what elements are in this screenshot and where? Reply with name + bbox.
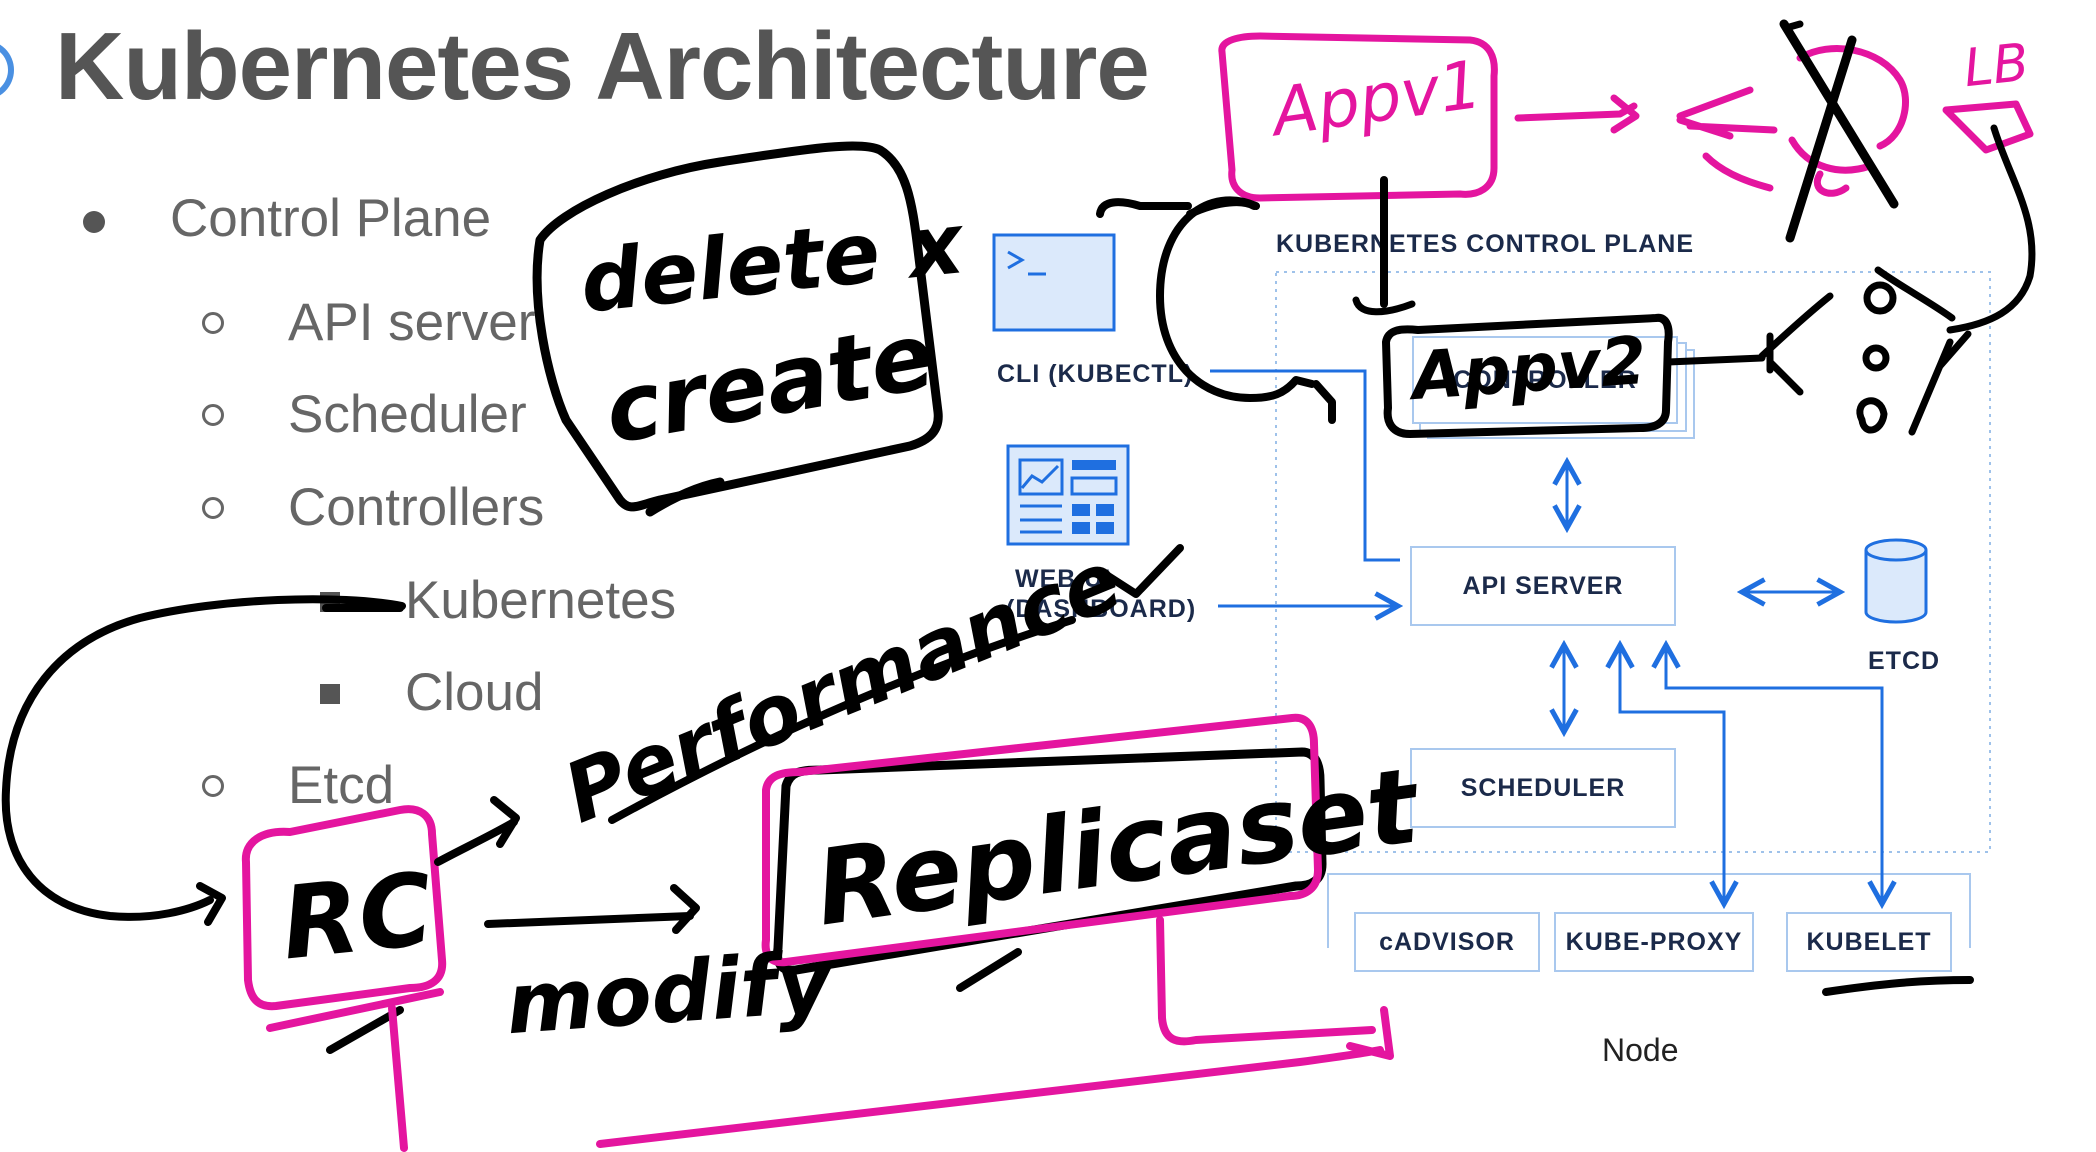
bullet-scheduler: Scheduler [288, 385, 527, 444]
bullet-circle-icon [202, 312, 224, 334]
bullet-controllers: Controllers [288, 478, 545, 537]
control-plane-label: KUBERNETES CONTROL PLANE [1276, 230, 1695, 258]
handwritten-appv2: Appv2 [1409, 321, 1649, 416]
etcd-label: ETCD [1868, 647, 1941, 675]
api-kubelet-arrow [1666, 645, 1882, 904]
controller-box: CONTROLLER [1412, 336, 1678, 424]
bullet-cloud: Cloud [405, 663, 544, 722]
database-icon [1864, 538, 1928, 624]
kubelet-box: KUBELET [1786, 912, 1952, 972]
bullet-square-icon [320, 684, 340, 704]
slide-title: Kubernetes Architecture [55, 13, 1150, 120]
bullet-control-plane: Control Plane [170, 189, 492, 248]
bullet-circle-icon [202, 497, 224, 519]
app1-box-stroke [1218, 32, 1498, 202]
node-label: Node [1602, 1032, 1679, 1068]
webui-label-sub: (DASHBOARD) [1006, 595, 1197, 623]
bullet-api-server: API server [288, 293, 536, 352]
kube-proxy-box: KUBE-PROXY [1554, 912, 1754, 972]
bullet-etcd: Etcd [288, 756, 395, 815]
bullet-kubernetes: Kubernetes [405, 571, 677, 630]
handwritten-lb: LB [1961, 32, 2032, 100]
api-server-box: API SERVER [1410, 546, 1676, 626]
dashboard-icon [1006, 444, 1130, 546]
scheduler-box: SCHEDULER [1410, 748, 1676, 828]
cli-label: CLI (KUBECTL) [997, 360, 1194, 388]
cli-connector [1210, 369, 1400, 562]
terminal-icon [992, 233, 1116, 332]
bullet-circle-icon [202, 404, 224, 426]
handwritten-rc: RC [276, 850, 439, 983]
cadvisor-box: cADVISOR [1354, 912, 1540, 972]
webui-label: WEB UI [1015, 565, 1112, 593]
bullet-dot-icon [83, 211, 105, 233]
bullet-circle-icon [202, 775, 224, 797]
